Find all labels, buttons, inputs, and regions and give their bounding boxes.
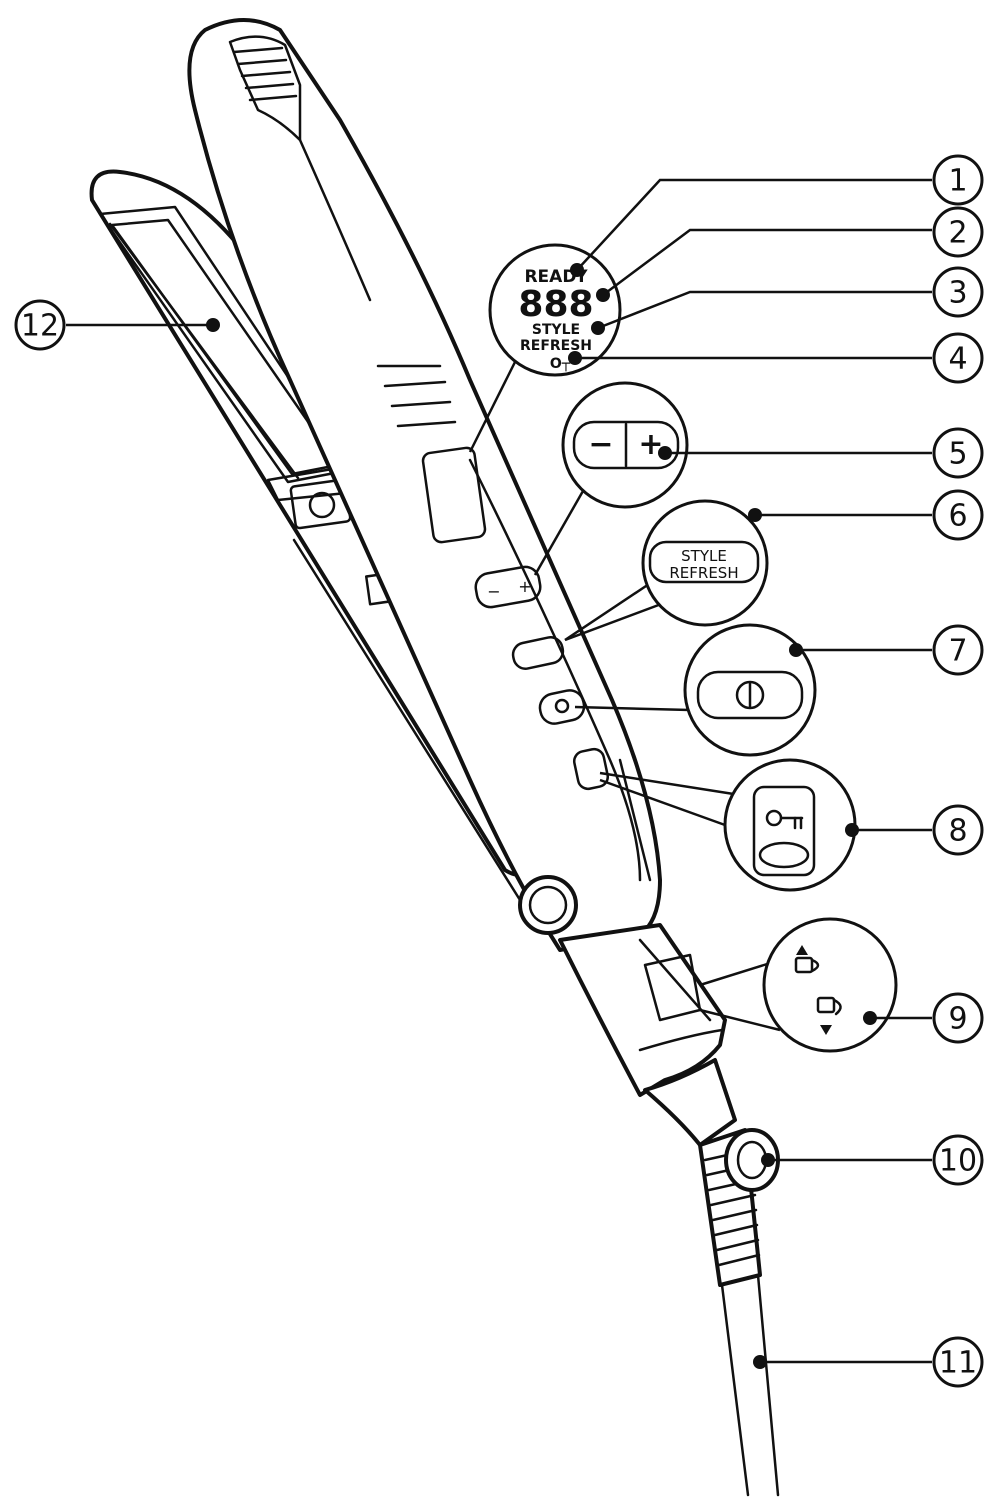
style-label: STYLE <box>532 322 580 338</box>
svg-text:2: 2 <box>948 216 967 251</box>
handle-end <box>558 923 727 1097</box>
callout-8: 8 <box>932 804 984 856</box>
padlock-open-icon[interactable] <box>816 996 842 1035</box>
svg-text:8: 8 <box>948 814 967 849</box>
display-detail: READY 888 STYLE REFRESH O┬ <box>468 243 622 453</box>
handle-buttons: − + <box>474 565 610 791</box>
callout-3: 3 <box>932 266 984 318</box>
key-icon[interactable] <box>765 809 804 830</box>
svg-text:10: 10 <box>939 1144 977 1179</box>
style-refresh-detail: STYLE REFRESH <box>564 499 769 642</box>
hinge <box>518 875 578 935</box>
callout-6: 6 <box>932 489 984 541</box>
style-refresh-button-small[interactable] <box>511 635 565 671</box>
svg-text:4: 4 <box>948 342 967 377</box>
style-button-label[interactable]: STYLE <box>681 547 727 565</box>
leader-lines <box>66 178 932 1369</box>
cord <box>643 1058 780 1497</box>
minus-button[interactable]: − <box>588 427 613 462</box>
svg-text:6: 6 <box>948 499 967 534</box>
svg-text:5: 5 <box>948 437 967 472</box>
svg-text:1: 1 <box>948 164 967 199</box>
svg-text:11: 11 <box>939 1346 977 1381</box>
key-lock-indicator-icon: O┬ <box>550 356 571 372</box>
callout-5: 5 <box>932 427 984 479</box>
svg-text:+: + <box>518 577 531 596</box>
temperature-digits: 888 <box>518 284 593 325</box>
callout-9: 9 <box>932 992 984 1044</box>
callout-4: 4 <box>932 332 984 384</box>
heating-plate <box>108 222 300 480</box>
temperature-button-small[interactable] <box>474 565 543 610</box>
lock-button-small[interactable] <box>572 747 610 791</box>
callout-11: 11 <box>932 1336 984 1388</box>
svg-text:7: 7 <box>948 634 967 669</box>
temperature-buttons-detail: − + <box>533 381 689 576</box>
padlock-closed-icon[interactable] <box>794 945 820 974</box>
refresh-button-label[interactable]: REFRESH <box>669 564 738 582</box>
power-detail <box>574 623 817 757</box>
svg-text:9: 9 <box>948 1002 967 1037</box>
callout-10: 10 <box>932 1134 984 1186</box>
svg-text:3: 3 <box>948 276 967 311</box>
power-icon[interactable] <box>735 680 765 710</box>
power-button-small[interactable] <box>537 688 586 726</box>
svg-text:−: − <box>487 582 500 601</box>
svg-text:12: 12 <box>21 309 59 344</box>
callout-1: 1 <box>932 154 984 206</box>
refresh-label: REFRESH <box>520 338 592 354</box>
lock-slider-detail <box>699 917 898 1053</box>
callout-7: 7 <box>932 624 984 676</box>
callout-2: 2 <box>932 206 984 258</box>
callout-12: 12 <box>14 299 66 351</box>
